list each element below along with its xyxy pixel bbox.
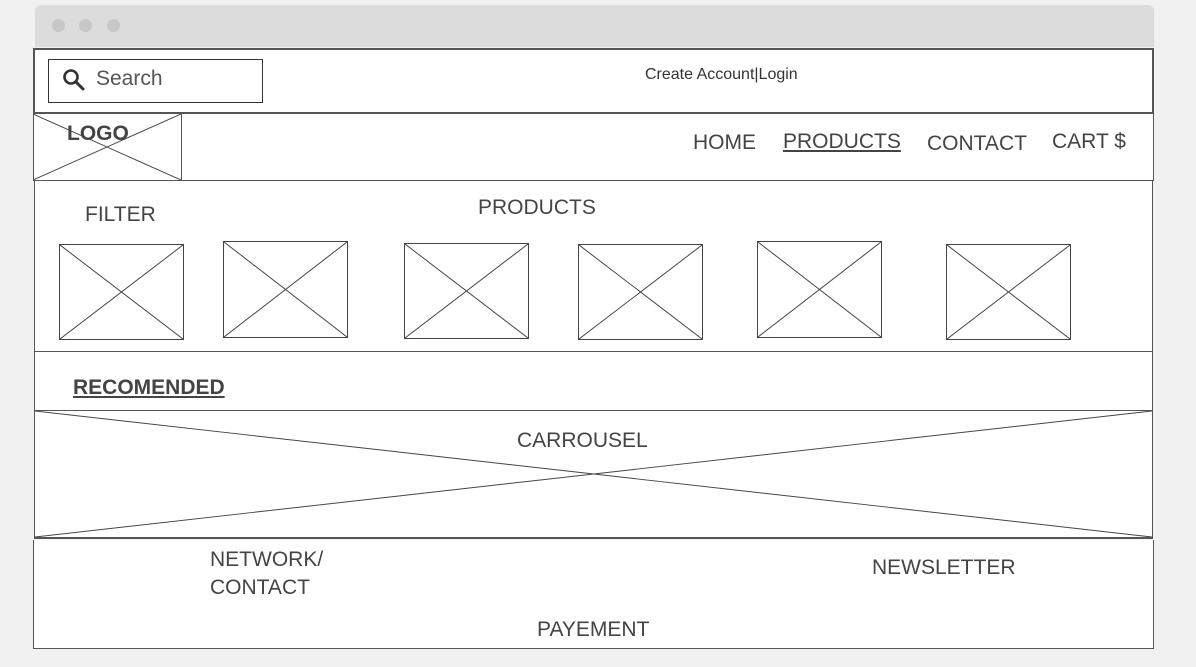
nav-contact[interactable]: CONTACT: [927, 132, 1027, 155]
carousel-label: CARROUSEL: [517, 429, 648, 452]
nav-cart[interactable]: CART $: [1052, 130, 1126, 153]
newsletter-label[interactable]: NEWSLETTER: [872, 556, 1016, 579]
window-control-dot[interactable]: [79, 19, 92, 32]
window-control-dot[interactable]: [107, 19, 120, 32]
search-input[interactable]: Search: [96, 67, 163, 90]
logo-placeholder[interactable]: LOGO: [33, 114, 182, 181]
footer: [33, 540, 1154, 649]
window-control-dot[interactable]: [52, 19, 65, 32]
search-box[interactable]: Search: [48, 59, 263, 103]
logo-text: LOGO: [67, 122, 129, 145]
product-image-placeholder[interactable]: [946, 244, 1071, 340]
nav-home[interactable]: HOME: [693, 131, 756, 154]
nav-bar: [33, 114, 1154, 181]
product-image-placeholder[interactable]: [578, 244, 703, 340]
recommended-label[interactable]: RECOMENDED: [73, 376, 225, 399]
payment-label: PAYEMENT: [537, 618, 650, 641]
product-image-placeholder[interactable]: [59, 244, 184, 340]
product-image-placeholder[interactable]: [404, 243, 529, 339]
nav-products[interactable]: PRODUCTS: [783, 130, 901, 153]
search-icon: [63, 69, 85, 91]
filter-label[interactable]: FILTER: [85, 203, 156, 226]
carousel-placeholder[interactable]: CARROUSEL: [34, 410, 1153, 539]
network-contact-label[interactable]: NETWORK/ CONTACT: [210, 548, 324, 599]
products-title: PRODUCTS: [478, 196, 596, 219]
window-titlebar: [35, 5, 1154, 47]
recommended-section: [34, 352, 1153, 411]
product-image-placeholder[interactable]: [223, 241, 348, 338]
product-image-placeholder[interactable]: [757, 241, 882, 338]
account-links[interactable]: Create Account|Login: [645, 66, 798, 83]
